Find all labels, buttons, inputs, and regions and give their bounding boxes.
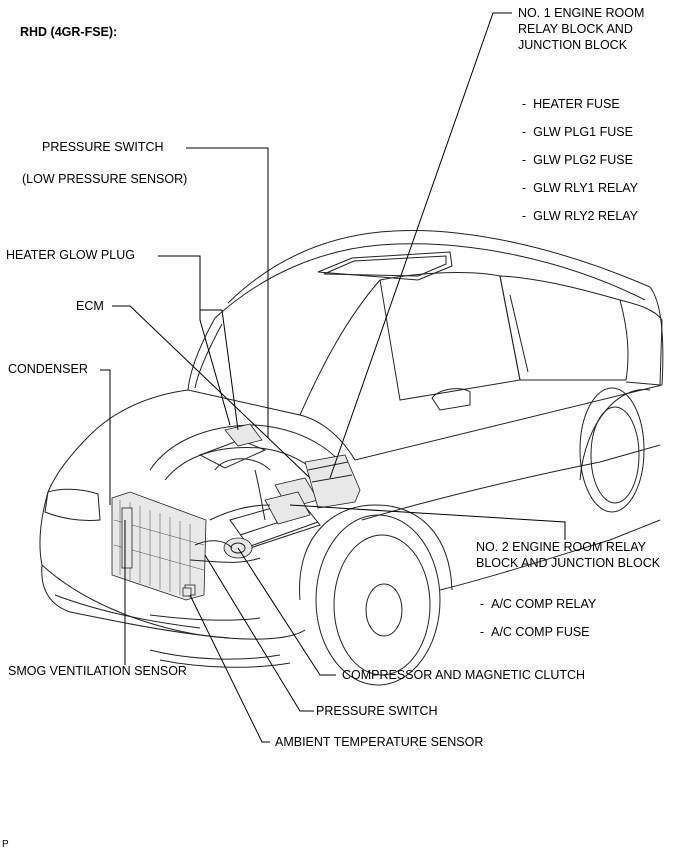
no1-item-glw-rly2-relay: GLW RLY2 RELAY (533, 209, 639, 223)
leader-lines (100, 12, 566, 743)
no1-relay-line-3: JUNCTION BLOCK (518, 38, 628, 52)
dash: - (480, 597, 485, 611)
label-ambient-temperature-sensor: AMBIENT TEMPERATURE SENSOR (275, 735, 484, 749)
diagram-title: RHD (4GR-FSE): (20, 25, 118, 39)
dash: - (522, 97, 527, 111)
no1-relay-line-1: NO. 1 ENGINE ROOM (518, 6, 645, 20)
label-heater-glow-plug: HEATER GLOW PLUG (6, 248, 135, 262)
dash: - (522, 153, 527, 167)
label-compressor-magnetic-clutch: COMPRESSOR AND MAGNETIC CLUTCH (342, 668, 586, 682)
no1-item-glw-plg2-fuse: GLW PLG2 FUSE (533, 153, 633, 167)
no1-item-heater-fuse: HEATER FUSE (533, 97, 620, 111)
condenser-illustration (111, 491, 207, 601)
no1-item: - GLW PLG1 FUSE (522, 125, 633, 140)
no2-item: - A/C COMP FUSE (480, 625, 590, 640)
no1-item: - HEATER FUSE (522, 97, 620, 112)
no1-item-glw-plg1-fuse: GLW PLG1 FUSE (533, 125, 633, 139)
no2-item-ac-comp-relay: A/C COMP RELAY (491, 597, 597, 611)
dash: - (522, 181, 527, 195)
label-ecm: ECM (76, 299, 104, 313)
no1-item: - GLW PLG2 FUSE (522, 153, 633, 168)
no2-relay-line-2: BLOCK AND JUNCTION BLOCK (476, 556, 661, 570)
dash: - (522, 125, 527, 139)
label-low-pressure-sensor: (LOW PRESSURE SENSOR) (22, 172, 188, 186)
no1-item-glw-rly1-relay: GLW RLY1 RELAY (533, 181, 639, 195)
no2-item-ac-comp-fuse: A/C COMP FUSE (491, 625, 590, 639)
car-body-illustration (39, 229, 664, 686)
label-condenser: CONDENSER (8, 362, 88, 376)
no1-item: - GLW RLY1 RELAY (522, 181, 638, 196)
no2-item: - A/C COMP RELAY (480, 597, 596, 612)
no1-item: - GLW RLY2 RELAY (522, 209, 638, 224)
label-pressure-switch-bottom: PRESSURE SWITCH (316, 704, 438, 718)
dash: - (480, 625, 485, 639)
label-pressure-switch-top: PRESSURE SWITCH (42, 140, 164, 154)
no1-relay-line-2: RELAY BLOCK AND (518, 22, 633, 36)
no2-relay-line-1: NO. 2 ENGINE ROOM RELAY (476, 540, 646, 554)
label-smog-ventilation-sensor: SMOG VENTILATION SENSOR (8, 664, 187, 678)
corner-mark: P (2, 839, 9, 850)
engine-bay-illustration (149, 423, 361, 597)
dash: - (522, 209, 527, 223)
